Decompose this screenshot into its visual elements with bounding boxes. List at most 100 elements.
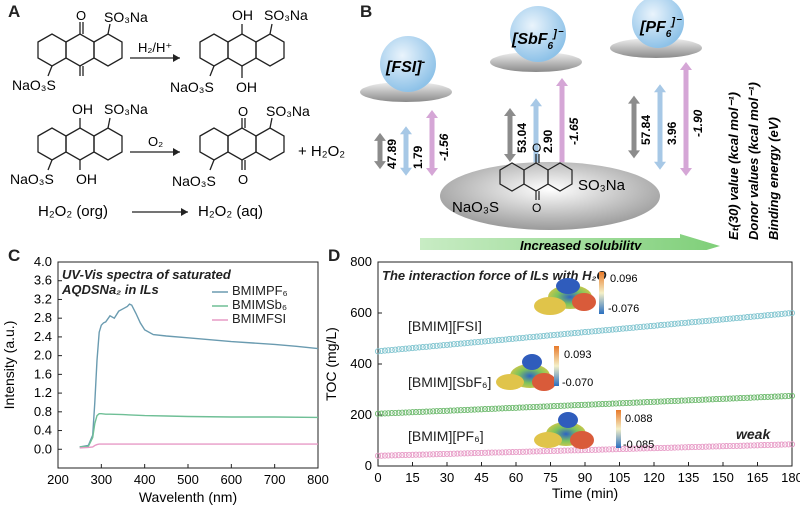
uv-xtick-label: 500 — [177, 472, 199, 487]
toc-point-0 — [526, 334, 533, 341]
toc-point-1 — [733, 395, 740, 402]
toc-point-2 — [399, 452, 406, 459]
toc-point-2 — [516, 448, 523, 455]
toc-point-1 — [478, 406, 485, 413]
toc-point-2 — [426, 451, 433, 458]
toc-point-0 — [675, 320, 682, 327]
toc-xtick-label: 90 — [578, 470, 592, 485]
b-value-donor-2: 3.96 — [665, 121, 679, 145]
toc-point-1 — [788, 392, 796, 399]
toc-point-0 — [695, 318, 702, 325]
toc-point-0 — [433, 342, 440, 349]
toc-point-2 — [754, 442, 761, 449]
b-value-donor-1: 2.90 — [541, 129, 555, 153]
toc-point-2 — [775, 441, 782, 448]
toc-point-2 — [685, 444, 692, 451]
r1-so3na: SO₃Na — [104, 9, 148, 25]
b-bar-et30-1 — [507, 114, 513, 156]
toc-point-2 — [488, 449, 495, 456]
toc-point-0 — [709, 317, 716, 324]
r1-condition: H₂/H⁺ — [138, 40, 172, 55]
toc-point-2 — [609, 446, 616, 453]
reactant-1-structure — [37, 22, 123, 77]
toc-point-2 — [664, 444, 671, 451]
toc-point-0 — [468, 339, 475, 346]
toc-point-2 — [588, 446, 595, 453]
toc-point-1 — [395, 409, 402, 416]
toc-point-0 — [788, 309, 796, 317]
toc-point-2 — [785, 441, 792, 448]
toc-point-1 — [433, 408, 440, 415]
toc-point-1 — [464, 406, 471, 413]
toc-point-2 — [540, 448, 547, 455]
toc-point-1 — [461, 406, 468, 414]
b-bar-donor-0 — [403, 132, 409, 170]
toc-point-0 — [571, 330, 578, 337]
toc-point-0 — [730, 315, 737, 322]
toc-point-1 — [399, 409, 406, 416]
toc-point-2 — [481, 449, 489, 456]
toc-point-1 — [437, 407, 444, 415]
uv-xtick-label: 800 — [307, 472, 329, 487]
toc-point-1 — [623, 399, 630, 407]
toc-point-1 — [675, 397, 682, 404]
toc-point-0 — [519, 334, 526, 341]
toc-point-1 — [440, 407, 447, 414]
toc-point-2 — [761, 442, 768, 449]
toc-point-1 — [599, 401, 606, 408]
binding-axis-label: Binding energy (eV) — [766, 117, 781, 240]
toc-point-1 — [557, 402, 564, 409]
toc-point-1 — [512, 404, 520, 411]
panel-d-label: D — [328, 246, 341, 265]
toc-point-2 — [740, 442, 747, 449]
toc-point-2 — [751, 442, 758, 449]
toc-point-0 — [626, 324, 633, 332]
toc-point-2 — [512, 448, 520, 456]
b-arrowhead-top-donor-2 — [654, 84, 666, 93]
toc-point-0 — [516, 335, 523, 342]
toc-ylabel: TOC (mg/L) — [323, 327, 339, 401]
toc-point-0 — [478, 338, 485, 345]
toc-point-0 — [595, 327, 602, 334]
uv-vis-title-line2: AQDSNa₂ in ILs — [62, 282, 159, 297]
toc-point-2 — [650, 445, 658, 452]
toc-point-0 — [488, 337, 495, 344]
toc-point-1 — [550, 403, 557, 410]
toc-point-0 — [554, 331, 561, 338]
uv-ytick-label: 1.6 — [34, 366, 52, 381]
toc-point-1 — [450, 407, 457, 414]
toc-point-0 — [592, 328, 599, 335]
toc-point-1 — [468, 406, 475, 413]
donor-axis-label: Donor values (kcal mol⁻¹) — [746, 82, 761, 240]
toc-point-2 — [430, 451, 437, 458]
toc-point-1 — [757, 394, 765, 401]
uv-ytick-label: 4.0 — [34, 254, 52, 269]
toc-point-0 — [471, 339, 478, 346]
toc-point-1 — [778, 393, 785, 400]
toc-point-1 — [475, 406, 482, 413]
toc-point-0 — [423, 343, 430, 350]
toc-point-2 — [409, 451, 416, 458]
b-arrowhead-top-et30-2 — [628, 95, 640, 104]
toc-point-0 — [612, 326, 620, 333]
b-arrowhead-bot-donor-0 — [400, 167, 412, 176]
toc-point-0 — [475, 338, 482, 346]
uv-ylabel: Intensity (a.u.) — [1, 321, 17, 410]
toc-point-2 — [592, 446, 599, 453]
toc-point-1 — [637, 399, 644, 406]
toc-point-0 — [523, 334, 530, 341]
toc-point-1 — [385, 410, 392, 417]
toc-point-2 — [630, 445, 637, 452]
toc-point-0 — [392, 346, 399, 353]
p2-naso3s: NaO₃S — [172, 173, 216, 189]
toc-point-2 — [450, 450, 457, 457]
toc-point-2 — [378, 452, 385, 459]
toc-point-1 — [606, 400, 613, 407]
toc-point-0 — [543, 332, 551, 339]
toc-point-2 — [402, 451, 409, 459]
toc-point-1 — [764, 393, 771, 400]
toc-point-1 — [495, 405, 502, 412]
toc-point-2 — [747, 442, 754, 449]
toc-point-1 — [761, 394, 768, 401]
esp-map-sbf6-icon — [496, 354, 556, 391]
